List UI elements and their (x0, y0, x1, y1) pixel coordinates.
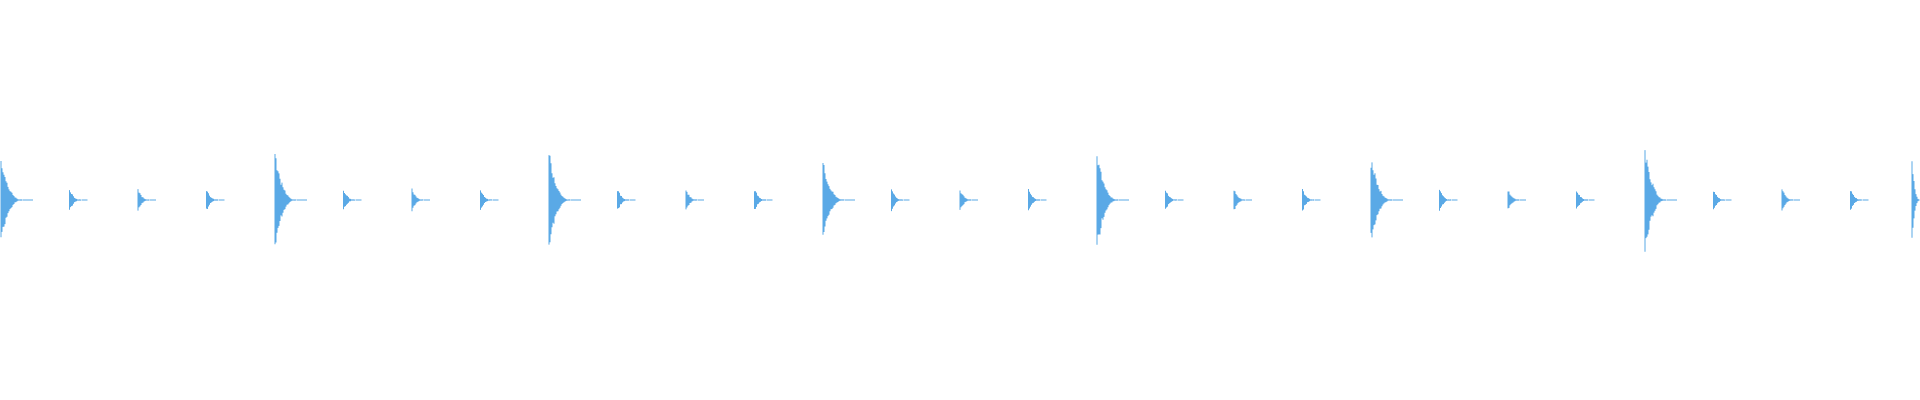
beat-transient (1028, 189, 1047, 211)
downbeat-transient (822, 163, 855, 235)
beat-transient (1439, 189, 1458, 211)
beat-transient (1507, 191, 1526, 209)
beat-transient (754, 191, 773, 209)
beat-transient (480, 190, 499, 210)
beat-transient (959, 190, 978, 210)
beat-transient (343, 190, 362, 210)
downbeat-transient (1644, 150, 1677, 252)
beat-transient (137, 189, 156, 211)
downbeat-transient (1370, 162, 1403, 238)
beat-transient (1781, 189, 1800, 211)
beat-transient (1302, 189, 1321, 211)
beat-transient (1233, 190, 1252, 210)
beat-transient (411, 188, 430, 212)
waveform-pulses (0, 150, 1920, 252)
beat-transient (617, 191, 636, 209)
beat-transient (685, 190, 704, 210)
beat-transient (206, 191, 225, 209)
beat-transient (1713, 191, 1732, 210)
downbeat-transient (1911, 161, 1920, 238)
downbeat-transient (548, 155, 581, 245)
beat-transient (69, 190, 88, 210)
downbeat-transient (0, 161, 33, 238)
beat-transient (1165, 190, 1184, 209)
beat-transient (891, 189, 910, 212)
downbeat-transient (1096, 156, 1129, 245)
beat-transient (1576, 191, 1595, 209)
beat-transient (1850, 191, 1869, 210)
downbeat-transient (274, 154, 307, 245)
